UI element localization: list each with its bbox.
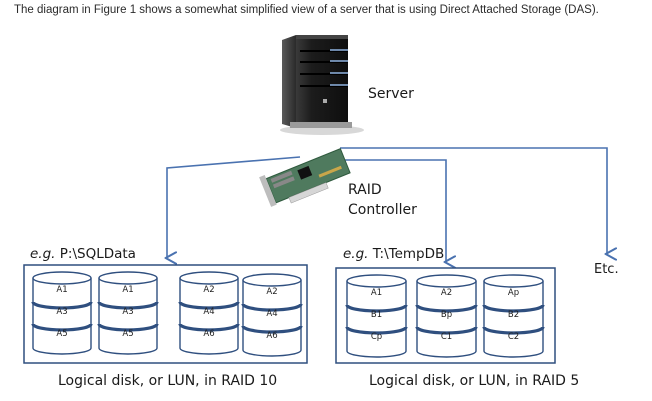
disk-segment-divider <box>31 301 93 310</box>
etc-label: Etc. <box>594 262 619 277</box>
raid-controller-label: RAID Controller <box>348 180 417 220</box>
disk-segment-label: A6 <box>203 329 214 339</box>
disk-segment-label: A6 <box>266 331 277 341</box>
raid5-caption: Logical disk, or LUN, in RAID 5 <box>369 373 580 389</box>
disk-segment-label: A1 <box>122 285 133 295</box>
disk-segment-label: A3 <box>56 307 67 317</box>
disk-segment-divider <box>241 303 303 312</box>
raid-card-icon <box>259 148 351 207</box>
disk-segment-label: B1 <box>371 310 382 320</box>
disk-segment-divider <box>415 304 478 313</box>
disk-segment-label: A2 <box>266 287 277 297</box>
disk-segment-divider <box>31 323 93 332</box>
raid-label-line1: RAID <box>348 182 382 198</box>
disk-segment-label: A1 <box>371 288 382 298</box>
disk-segment-divider <box>345 326 408 335</box>
disk-segment-label: A2 <box>203 285 214 295</box>
connector-to-etc <box>340 147 607 254</box>
raid5-example-path: e.g. T:\TempDB <box>343 246 444 262</box>
example-prefix: e.g. <box>30 246 56 262</box>
disk-segment-label: C1 <box>441 332 452 342</box>
disk-segment-divider <box>482 304 545 313</box>
raid10-lun-box <box>23 264 308 364</box>
server-label: Server <box>368 86 414 102</box>
disk-segment-label: Ap <box>508 288 519 298</box>
disk-segment-divider <box>178 323 240 332</box>
disk-segment-label: A5 <box>56 329 67 339</box>
intro-text: The diagram in Figure 1 shows a somewhat… <box>14 4 599 16</box>
disk-segment-label: A4 <box>266 309 277 319</box>
example-path: T:\TempDB <box>372 246 445 262</box>
connector-to-raid10 <box>167 156 301 258</box>
disk-segment-label: C2 <box>508 332 519 342</box>
disk-segment-divider <box>178 301 240 310</box>
raid10-caption: Logical disk, or LUN, in RAID 10 <box>58 373 278 389</box>
raid-label-line2: Controller <box>348 202 417 218</box>
disk-segment-divider <box>415 326 478 335</box>
connector-to-raid5 <box>320 159 446 262</box>
disk-segment-label: A3 <box>122 307 133 317</box>
disk-segment-divider <box>97 301 159 310</box>
disk-segment-divider <box>482 326 545 335</box>
disk-segment-label: A2 <box>441 288 452 298</box>
disk-segment-divider <box>241 325 303 334</box>
disk-segment-divider <box>345 304 408 313</box>
disk-segment-label: B2 <box>508 310 519 320</box>
connector-lines <box>167 147 607 262</box>
server-tower-icon <box>280 35 364 135</box>
disk-segment-label: A1 <box>56 285 67 295</box>
raid10-example-path: e.g. P:\SQLData <box>30 246 136 262</box>
disk-segment-divider <box>97 323 159 332</box>
disk-segment-label: Bp <box>441 310 452 320</box>
example-prefix: e.g. <box>343 246 369 262</box>
disk-segment-label: A4 <box>203 307 214 317</box>
disk-segment-label: Cp <box>371 332 382 342</box>
raid5-lun-box <box>335 267 556 364</box>
example-path: P:\SQLData <box>59 246 136 262</box>
disk-segment-label: A5 <box>122 329 133 339</box>
